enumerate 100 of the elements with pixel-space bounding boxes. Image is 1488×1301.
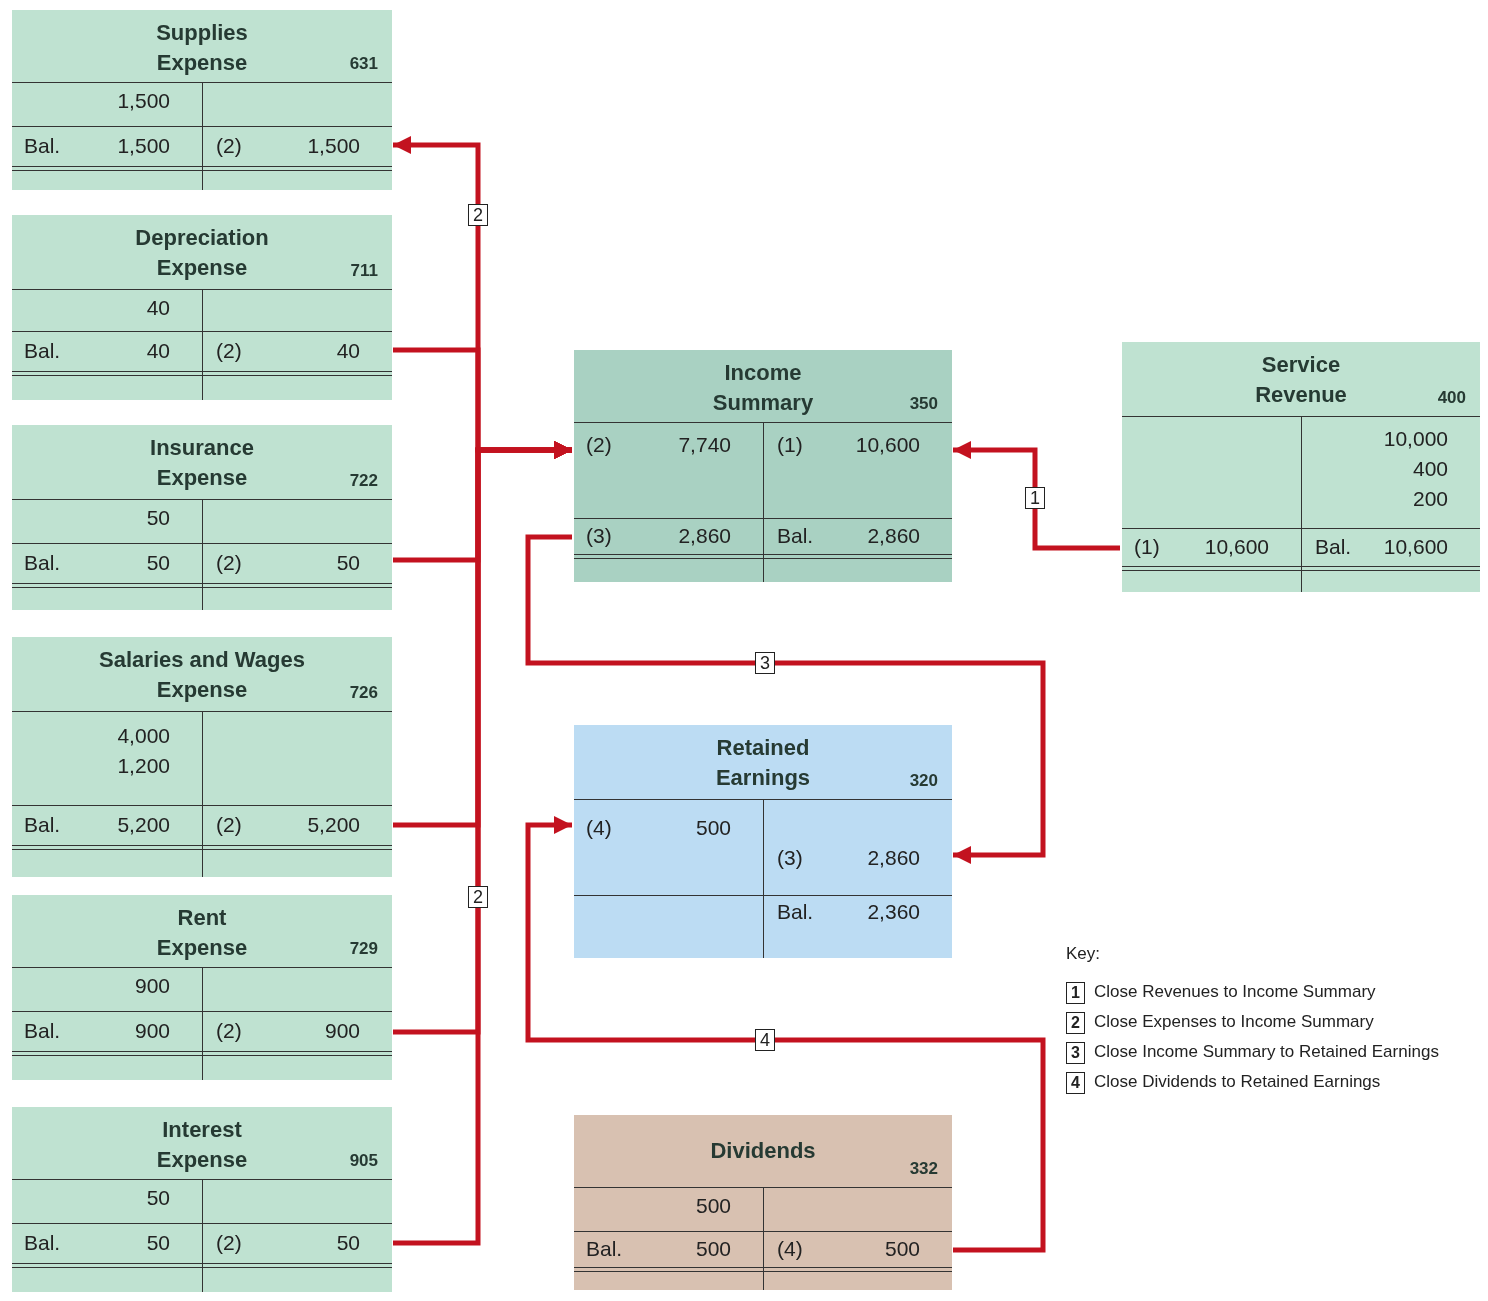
account-number: 320 (909, 771, 938, 791)
posting-reference: (4) (586, 815, 612, 841)
step-number: 1 (1025, 487, 1045, 509)
posting-reference: (3) (586, 523, 612, 549)
key-number: 2 (1066, 1012, 1085, 1034)
amount: 10,000 (1383, 426, 1448, 452)
posting-reference: Bal. (777, 523, 814, 549)
amount: 2,360 (867, 899, 920, 925)
amount: 500 (695, 1193, 731, 1219)
posting-reference: (1) (1134, 534, 1160, 560)
account-title: Salaries and Wages Expense (98, 646, 306, 704)
amount: 50 (336, 1230, 360, 1256)
amount: 50 (146, 1185, 170, 1211)
amount: 900 (134, 973, 170, 999)
account-number: 722 (349, 471, 378, 491)
amount: 500 (695, 1236, 731, 1262)
amount: 1,500 (117, 133, 170, 159)
key-text: Close Dividends to Retained Earnings (1094, 1072, 1381, 1092)
t-account (1122, 342, 1480, 592)
key-number: 3 (1066, 1042, 1085, 1064)
arrow (525, 816, 1046, 1253)
posting-reference: Bal. (586, 1236, 623, 1262)
amount: 500 (884, 1236, 920, 1262)
posting-reference: Bal. (24, 338, 61, 364)
amount: 50 (146, 505, 170, 531)
amount: 10,600 (1383, 534, 1448, 560)
amount: 400 (1412, 456, 1448, 482)
key-text: Close Expenses to Income Summary (1094, 1012, 1374, 1032)
amount: 500 (695, 815, 731, 841)
amount: 7,740 (678, 432, 731, 458)
key-heading: Key: (1066, 944, 1101, 964)
amount: 5,200 (117, 812, 170, 838)
account-number: 400 (1437, 388, 1466, 408)
posting-reference: Bal. (1315, 534, 1352, 560)
t-account (12, 1107, 392, 1292)
key-text: Close Income Summary to Retained Earnings (1094, 1042, 1439, 1062)
amount: 10,600 (855, 432, 920, 458)
amount: 1,200 (117, 753, 170, 779)
amount: 2,860 (867, 845, 920, 871)
posting-reference: Bal. (24, 550, 61, 576)
account-number: 905 (349, 1151, 378, 1171)
account-number: 332 (909, 1159, 938, 1179)
t-account (574, 725, 952, 958)
account-title: Interest Expense (155, 1116, 249, 1174)
account-title: Service Revenue (1254, 351, 1348, 409)
key-text: Close Revenues to Income Summary (1094, 982, 1376, 1002)
step-number: 4 (755, 1029, 775, 1051)
amount: 2,860 (867, 523, 920, 549)
posting-reference: (3) (777, 845, 803, 871)
key-number: 4 (1066, 1072, 1085, 1094)
t-account (12, 10, 392, 190)
amount: 40 (336, 338, 360, 364)
posting-reference: (2) (216, 1018, 242, 1044)
account-number: 711 (350, 261, 378, 281)
account-number: 350 (909, 394, 938, 414)
amount: 50 (146, 550, 170, 576)
t-account (12, 895, 392, 1080)
amount: 900 (324, 1018, 360, 1044)
posting-reference: (1) (777, 432, 803, 458)
t-account (12, 637, 392, 877)
amount: 50 (146, 1230, 170, 1256)
account-title: Dividends (709, 1137, 817, 1165)
posting-reference: (2) (216, 550, 242, 576)
amount: 2,860 (678, 523, 731, 549)
posting-reference: (2) (216, 812, 242, 838)
posting-reference: (2) (216, 338, 242, 364)
posting-reference: (2) (216, 133, 242, 159)
account-number: 729 (349, 939, 378, 959)
arrow (953, 441, 1120, 551)
account-number: 726 (349, 683, 378, 703)
posting-reference: Bal. (24, 812, 61, 838)
arrow (525, 534, 1046, 864)
key-number: 1 (1066, 982, 1085, 1004)
posting-reference: (2) (586, 432, 612, 458)
posting-reference: Bal. (777, 899, 814, 925)
step-number: 3 (755, 652, 775, 674)
account-number: 631 (349, 54, 378, 74)
amount: 50 (336, 550, 360, 576)
posting-reference: (2) (216, 1230, 242, 1256)
posting-reference: Bal. (24, 133, 61, 159)
posting-reference: Bal. (24, 1230, 61, 1256)
amount: 10,600 (1204, 534, 1269, 560)
amount: 5,200 (307, 812, 360, 838)
step-number: 2 (468, 204, 488, 226)
t-account (12, 215, 392, 400)
amount: 900 (134, 1018, 170, 1044)
account-title: Income Summary (711, 359, 815, 417)
t-account (12, 425, 392, 610)
step-number: 2 (468, 886, 488, 908)
t-account (574, 350, 952, 582)
amount: 40 (146, 295, 170, 321)
amount: 1,500 (117, 88, 170, 114)
amount: 4,000 (117, 723, 170, 749)
account-title: Retained Earnings (714, 734, 812, 792)
amount: 200 (1412, 486, 1448, 512)
account-title: Insurance Expense (149, 434, 255, 492)
amount: 1,500 (307, 133, 360, 159)
account-title: Rent Expense (155, 904, 249, 962)
posting-reference: Bal. (24, 1018, 61, 1044)
amount: 40 (146, 338, 170, 364)
